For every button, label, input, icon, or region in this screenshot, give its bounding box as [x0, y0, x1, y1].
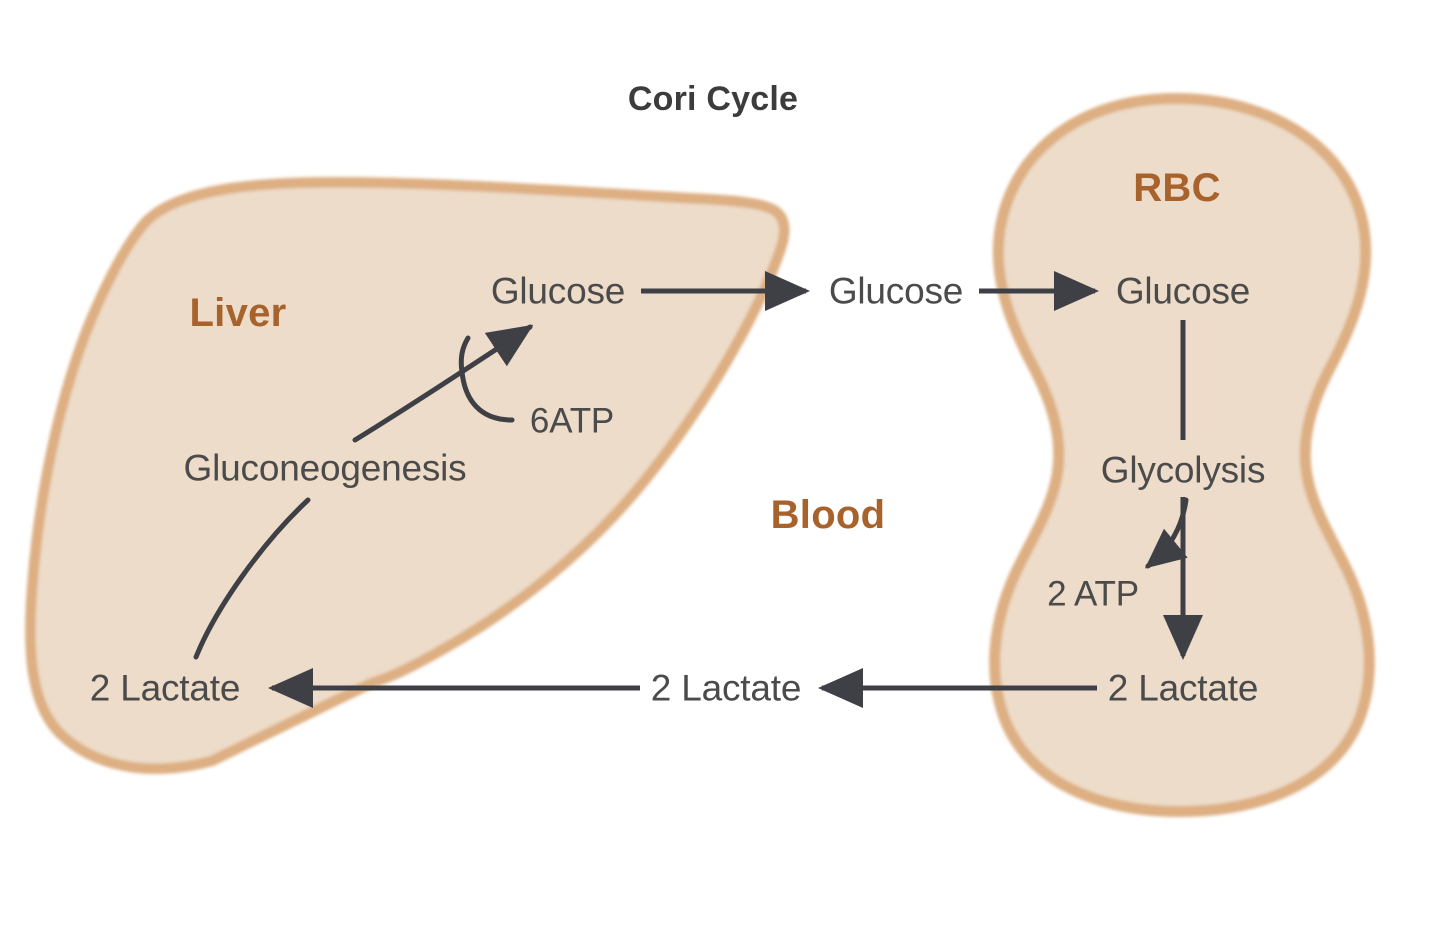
rbc-atp-node: 2 ATP	[1047, 574, 1139, 614]
liver-shape	[25, 177, 790, 774]
liver-compartment-label: Liver	[189, 291, 287, 335]
edge-liver-lactate-to-gluconeogenesis	[193, 497, 311, 660]
rbc-glucose-node: Glucose	[1115, 270, 1251, 312]
blood-glucose-node: Glucose	[828, 270, 964, 312]
liver-glucose-node: Glucose	[490, 270, 626, 312]
rbc-compartment-label: RBC	[1133, 166, 1221, 210]
liver-gluconeogenesis-node: Gluconeogenesis	[183, 447, 467, 489]
liver-lactate-node: 2 Lactate	[89, 667, 241, 709]
edge-gluconeogenesis-to-liver-glucose	[352, 324, 534, 443]
rbc-lactate-node: 2 Lactate	[1107, 667, 1259, 709]
blood-compartment-label: Blood	[770, 493, 886, 537]
rbc-glycolysis-node: Glycolysis	[1100, 449, 1266, 491]
blood-lactate-node: 2 Lactate	[650, 667, 802, 709]
liver-atp-node: 6ATP	[529, 401, 615, 441]
edge-glycolysis-to-rbc-atp	[1144, 497, 1189, 569]
edge-6atp-hook	[458, 335, 515, 423]
page-title: Cori Cycle	[627, 80, 799, 118]
